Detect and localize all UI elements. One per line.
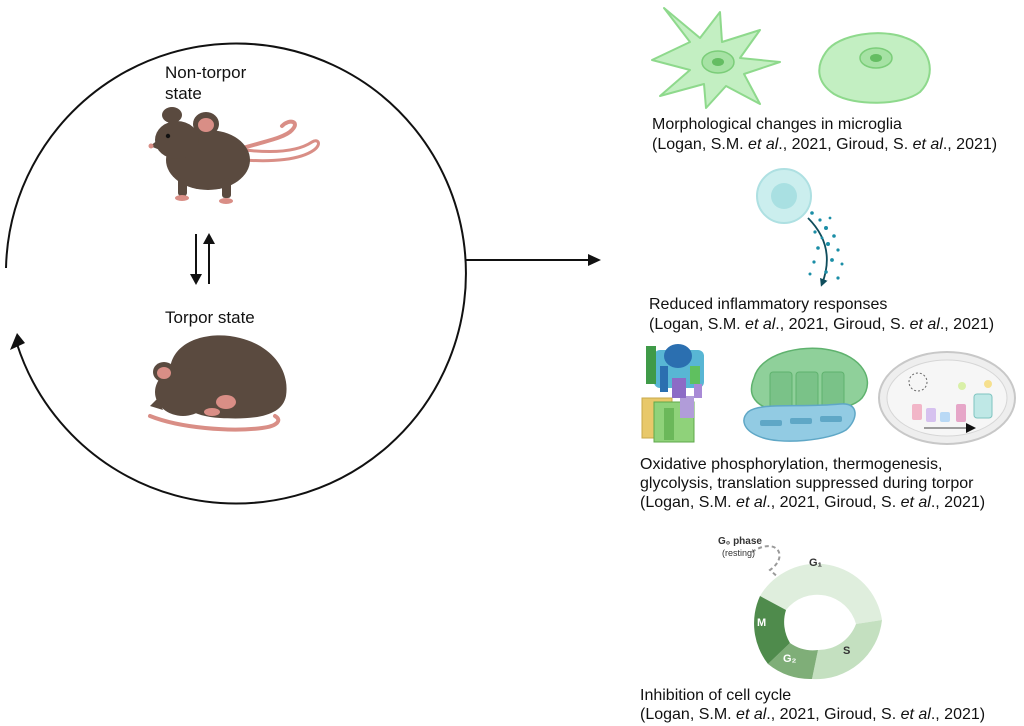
state-label-non-torpor-line2: state	[165, 84, 202, 103]
cell-cycle-phase-g2	[768, 643, 818, 680]
effect-cell-cycle-title: Inhibition of cell cycle	[640, 687, 792, 704]
cell-cycle-phase-s	[812, 620, 882, 680]
microglia-cell-icon	[651, 7, 931, 109]
state-transition-arrows	[190, 233, 215, 285]
phase-label-g1: G₁	[809, 557, 823, 569]
effect-microglia-title: Morphological changes in microglia	[652, 116, 902, 133]
effect-inflammation-title: Reduced inflammatory responses	[649, 296, 888, 313]
effect-microglia-citation: (Logan, S.M. et al., 2021, Giroud, S. et…	[652, 136, 998, 153]
ribosome-icon	[743, 347, 869, 442]
state-label-torpor: Torpor state	[165, 308, 255, 327]
effect-metabolism-title-line1: Oxidative phosphorylation, thermogenesis…	[640, 456, 943, 473]
cycle-arc	[5, 42, 467, 505]
main-arrow	[466, 254, 601, 266]
mitochondrion-icon	[878, 351, 1016, 445]
mouse-curled-icon	[148, 335, 287, 432]
cell-cycle-icon	[751, 545, 882, 680]
atp-synthase-icon	[641, 344, 704, 443]
effect-cell-cycle-citation: (Logan, S.M. et al., 2021, Giroud, S. et…	[640, 706, 986, 723]
state-label-non-torpor-line1: Non-torpor	[165, 63, 247, 82]
mouse-standing-icon	[148, 107, 320, 204]
phase-label-g2: G₂	[783, 653, 797, 665]
cell-cycle-phase-g1	[760, 563, 882, 624]
cycle-arrowhead	[10, 333, 25, 350]
effect-metabolism-title-line2: glycolysis, translation suppressed durin…	[640, 475, 974, 492]
cell-cycle-phase-m	[754, 596, 790, 664]
phase-label-s: S	[843, 645, 851, 657]
effect-metabolism-citation: (Logan, S.M. et al., 2021, Giroud, S. et…	[640, 494, 986, 511]
cytokine-release-icon	[756, 168, 844, 287]
g0-loop-arrow	[751, 545, 795, 593]
g0-phase-sublabel: (resting)	[722, 548, 756, 558]
g0-phase-label: G₀ phase	[718, 536, 762, 547]
phase-label-m: M	[757, 617, 767, 629]
effect-inflammation-citation: (Logan, S.M. et al., 2021, Giroud, S. et…	[649, 316, 995, 333]
